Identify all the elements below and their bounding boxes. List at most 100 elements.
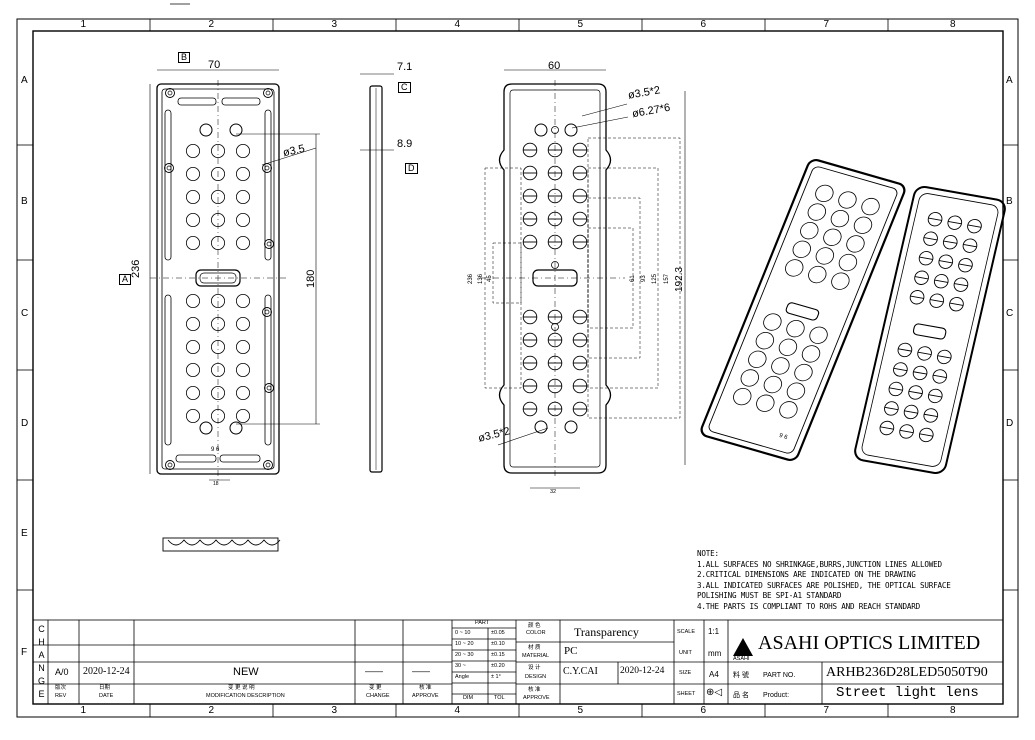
note-line: NOTE: <box>697 549 719 558</box>
grid-row-label-right: A <box>1006 75 1013 86</box>
iso-lens <box>823 228 842 246</box>
dim-height-back: 192.3 <box>674 266 685 292</box>
lens-circle <box>185 339 201 355</box>
iso-lens <box>926 387 944 405</box>
lens-circle <box>185 385 201 401</box>
iso-lens <box>831 272 850 290</box>
tol-range-3: 30 ~ <box>455 663 466 669</box>
tol-value-3: ±0.20 <box>491 663 505 669</box>
lens-circle <box>572 165 588 181</box>
mount-hole <box>229 123 243 137</box>
note-line: 4.THE PARTS IS COMPLIANT TO ROHS AND REA… <box>697 601 920 611</box>
iso-lens <box>756 394 775 412</box>
tol-value-4: ± 1° <box>491 674 501 680</box>
iso-lens <box>763 313 782 331</box>
lens-circle <box>235 143 251 159</box>
mount-hole <box>534 123 548 137</box>
rib-slot <box>221 97 261 106</box>
mount-hole <box>199 123 213 137</box>
lens-circle <box>547 165 563 181</box>
hdr-approve: 核 准 <box>419 685 432 691</box>
screw-hole <box>264 239 274 249</box>
iso-lens <box>748 350 767 368</box>
iso-lens <box>792 240 811 258</box>
pin-hole <box>551 323 559 331</box>
grid-row-label-left: E <box>21 528 28 539</box>
grid-column-label-bottom: 1 <box>80 705 87 716</box>
dim-height-front: 236 <box>130 259 142 278</box>
dim-right-125: 125 <box>652 273 658 284</box>
iso-lens <box>815 247 835 265</box>
hdr-change: 变 更 <box>369 685 382 691</box>
screw-hole-inner <box>266 385 272 391</box>
grid-row-label-left: C <box>21 308 29 319</box>
rib-slot <box>264 109 272 261</box>
hdr-rev: 版次 <box>55 685 67 691</box>
iso-lens <box>807 203 827 221</box>
title-block-frame <box>32 619 1004 705</box>
screw-hole <box>263 88 273 98</box>
note-line: 3.ALL INDICATED SURFACES ARE POLISHED, T… <box>697 580 951 590</box>
grid-column-label-bottom: 4 <box>454 705 461 716</box>
grid-column-label-top: 8 <box>950 19 956 30</box>
rev-description: NEW <box>233 666 259 678</box>
tol-range-0: 0 ~ 10 <box>455 630 471 636</box>
lens-circle <box>185 212 201 228</box>
dim-left-236: 236 <box>468 273 474 284</box>
iso-lens <box>906 384 925 401</box>
unit-value: mm <box>708 649 722 658</box>
grid-row-label-left: D <box>21 418 29 429</box>
iso-lens <box>800 222 819 240</box>
iso-lens <box>922 407 940 424</box>
screw-hole <box>165 88 175 98</box>
iso-lens <box>815 184 834 203</box>
color-value: Transparency <box>574 625 639 639</box>
dim-width-back: 60 <box>548 60 561 72</box>
iso-lens <box>937 253 955 270</box>
grid-row-label-left: A <box>21 75 28 86</box>
hdr-approve-en: APPROVE <box>412 693 439 699</box>
iso-lens <box>911 364 929 382</box>
logo-triangle-icon <box>733 638 753 656</box>
lens-circle <box>235 362 251 378</box>
design-cn: 设 计 <box>528 665 541 671</box>
lens-circle <box>522 165 538 181</box>
grid-column-label-top: 5 <box>577 19 584 30</box>
lens-circle <box>235 408 251 424</box>
iso-lens <box>808 265 827 284</box>
iso-lens <box>917 426 935 444</box>
iso-lens <box>915 345 934 362</box>
color-label: COLOR <box>526 630 546 636</box>
hdr-change-en: CHANGE <box>366 693 390 699</box>
iso-lens <box>755 332 775 350</box>
iso-lens <box>801 345 821 363</box>
approve-cn: 核 准 <box>528 687 541 693</box>
rev-change-dash: —— <box>365 666 383 676</box>
note-line: POLISHING MUST BE SPI-A1 STANDARD <box>697 591 842 601</box>
lens-circle <box>185 293 201 309</box>
rib-slot <box>164 109 172 261</box>
lens-circle <box>572 309 588 325</box>
iso-lens <box>932 272 950 290</box>
lens-circle <box>185 143 201 159</box>
grid-row-label-right: B <box>1006 195 1013 207</box>
lens-circle <box>522 309 538 325</box>
grid-row-label-right: D <box>1006 418 1014 429</box>
iso-lens <box>882 400 901 417</box>
mount-hole <box>534 420 548 434</box>
lens-circle <box>185 316 201 332</box>
iso-lens <box>956 256 975 274</box>
designer: C.Y.CAI <box>563 666 598 677</box>
lens-circle <box>185 362 201 378</box>
rev-approve-dash: —— <box>412 666 430 676</box>
dim-left-45: 45 <box>487 275 493 282</box>
screw-hole-inner <box>264 165 270 171</box>
iso-lens <box>878 419 896 437</box>
lens-circle <box>572 401 588 417</box>
iso-lens <box>947 295 966 313</box>
iso-lens <box>830 209 850 228</box>
lens-circle <box>235 166 251 182</box>
dim-width-front: 70 <box>208 59 221 71</box>
projection-icon: ⊕◁ <box>706 687 723 698</box>
tol-range-4: Angle <box>455 674 470 680</box>
